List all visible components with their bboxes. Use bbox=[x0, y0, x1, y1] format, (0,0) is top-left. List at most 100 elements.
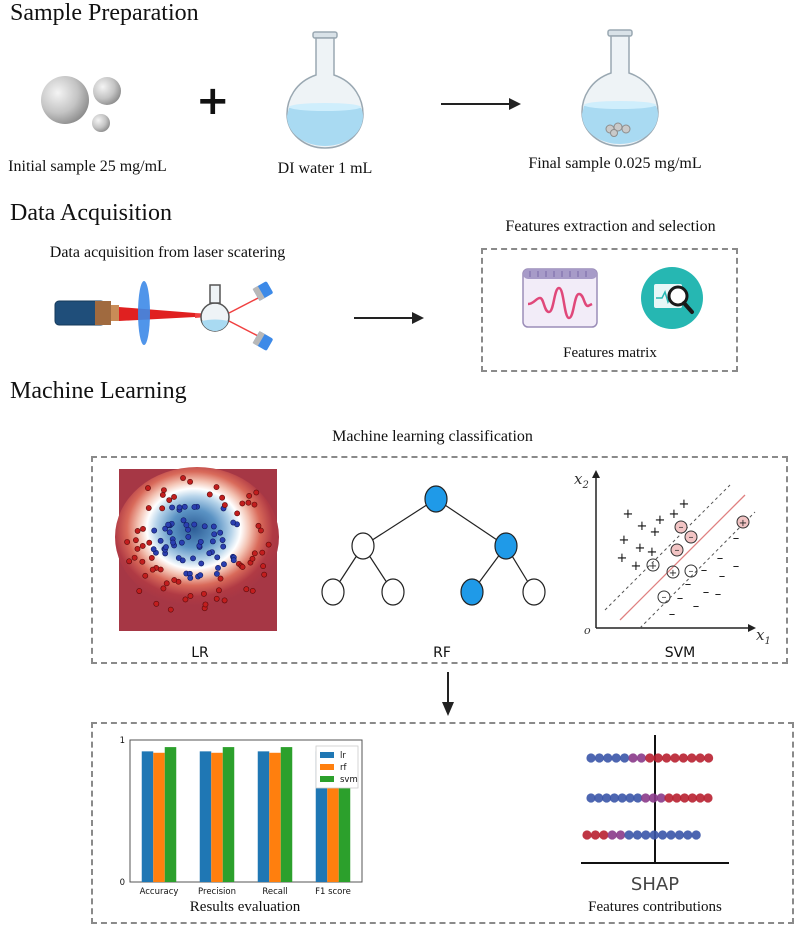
svg-text:+: + bbox=[739, 518, 747, 529]
lr-point-blue bbox=[185, 534, 192, 540]
svm-y-axis-label: x2 bbox=[574, 470, 589, 491]
lr-point-red bbox=[145, 505, 152, 511]
lr-point-blue bbox=[220, 543, 227, 550]
svg-text:+: + bbox=[635, 541, 646, 556]
shap-dot bbox=[683, 830, 693, 840]
shap-dot bbox=[680, 793, 690, 803]
lr-point-red bbox=[124, 539, 131, 545]
lr-point-blue bbox=[206, 550, 213, 557]
lr-point-blue bbox=[219, 537, 226, 543]
lr-point-red bbox=[249, 587, 256, 594]
lr-point-blue bbox=[201, 523, 208, 530]
shap-dot bbox=[641, 830, 651, 840]
svg-text:–: – bbox=[669, 607, 676, 622]
svg-text:+: + bbox=[647, 545, 658, 560]
features-box bbox=[481, 248, 738, 372]
shap-dot bbox=[611, 753, 621, 763]
svg-text:+: + bbox=[617, 551, 628, 566]
lr-point-blue bbox=[183, 522, 190, 528]
sample-spheres-icon bbox=[41, 76, 121, 132]
bar-rf-accuracy bbox=[153, 752, 165, 882]
lr-point-red bbox=[251, 550, 258, 557]
svg-text:+: + bbox=[669, 568, 677, 579]
features-extraction-title: Features extraction and selection bbox=[505, 218, 716, 235]
lr-point-red bbox=[157, 566, 164, 573]
lr-point-red bbox=[134, 528, 141, 534]
lr-point-red bbox=[161, 487, 167, 493]
bar-lr-accuracy bbox=[141, 751, 154, 882]
lr-point-red bbox=[167, 606, 174, 613]
shap-dot bbox=[695, 753, 705, 763]
x-tick-label: Recall bbox=[262, 887, 287, 897]
svg-text:–: – bbox=[703, 585, 710, 600]
models-box bbox=[91, 456, 788, 664]
shap-dot bbox=[645, 753, 655, 763]
lr-point-blue bbox=[150, 546, 157, 553]
svg-text:–: – bbox=[693, 599, 700, 614]
final-flask-icon bbox=[581, 29, 659, 147]
lr-point-red bbox=[201, 590, 207, 597]
lr-point-red bbox=[259, 549, 266, 556]
lr-point-red bbox=[149, 566, 156, 573]
shap-dot bbox=[628, 753, 638, 763]
ml-classification-title: Machine learning classification bbox=[332, 428, 533, 445]
svg-text:–: – bbox=[679, 522, 684, 533]
svg-text:–: – bbox=[733, 559, 740, 574]
svm-origin-label: o bbox=[584, 624, 591, 637]
shap-dot bbox=[687, 753, 697, 763]
model-label-svm: SVM bbox=[664, 645, 696, 661]
lr-point-red bbox=[251, 501, 258, 508]
lr-point-blue bbox=[151, 527, 158, 534]
shap-dot bbox=[632, 830, 642, 840]
legend-label-rf: rf bbox=[340, 763, 347, 773]
lr-point-red bbox=[221, 597, 228, 604]
shap-dot bbox=[656, 793, 666, 803]
svg-text:–: – bbox=[689, 566, 694, 577]
lr-point-red bbox=[187, 593, 194, 599]
lr-point-red bbox=[163, 580, 170, 587]
shap-dot bbox=[672, 793, 682, 803]
lr-point-red bbox=[159, 505, 166, 512]
bar-svm-precision bbox=[222, 747, 235, 882]
lr-point-blue bbox=[165, 521, 172, 528]
lr-point-red bbox=[249, 555, 256, 562]
bar-svm-accuracy bbox=[164, 747, 177, 882]
shap-dot bbox=[662, 753, 672, 763]
y-tick-label: 1 bbox=[120, 736, 125, 746]
lr-point-red bbox=[182, 596, 189, 603]
lr-decision-boundary-plot bbox=[115, 467, 279, 631]
svg-text:–: – bbox=[689, 532, 694, 543]
lr-point-red bbox=[160, 585, 167, 592]
svg-text:–: – bbox=[715, 587, 722, 602]
lr-point-red bbox=[261, 571, 268, 578]
lr-point-red bbox=[166, 497, 173, 503]
bar-rf-recall bbox=[269, 752, 281, 882]
lr-point-red bbox=[246, 492, 253, 499]
lr-point-red bbox=[243, 586, 250, 593]
shap-dot bbox=[636, 753, 646, 763]
lr-point-red bbox=[171, 577, 178, 583]
svg-text:–: – bbox=[719, 569, 726, 584]
shap-dot bbox=[586, 753, 596, 763]
svg-text:–: – bbox=[733, 531, 740, 546]
svg-text:+: + bbox=[623, 507, 634, 522]
lr-point-blue bbox=[190, 555, 196, 562]
shap-summary-plot: SHAP bbox=[581, 735, 729, 895]
lr-point-blue bbox=[230, 519, 237, 526]
features-matrix-label: Features matrix bbox=[563, 345, 657, 361]
svm-x-axis-label: x1 bbox=[756, 626, 771, 647]
lr-point-blue bbox=[191, 521, 198, 528]
analysis-magnifier-icon bbox=[641, 267, 703, 329]
water-label: DI water 1 mL bbox=[277, 160, 373, 177]
shap-dot bbox=[703, 793, 713, 803]
lr-point-red bbox=[221, 502, 228, 508]
shap-dot bbox=[609, 793, 619, 803]
lr-point-blue bbox=[185, 526, 191, 533]
legend-label-svm: svm bbox=[340, 775, 358, 785]
lr-point-red bbox=[148, 555, 155, 561]
arrow-right-icon bbox=[441, 98, 521, 110]
shap-label: SHAP bbox=[631, 874, 679, 895]
svg-text:+: + bbox=[669, 507, 680, 522]
lr-point-red bbox=[253, 489, 260, 496]
